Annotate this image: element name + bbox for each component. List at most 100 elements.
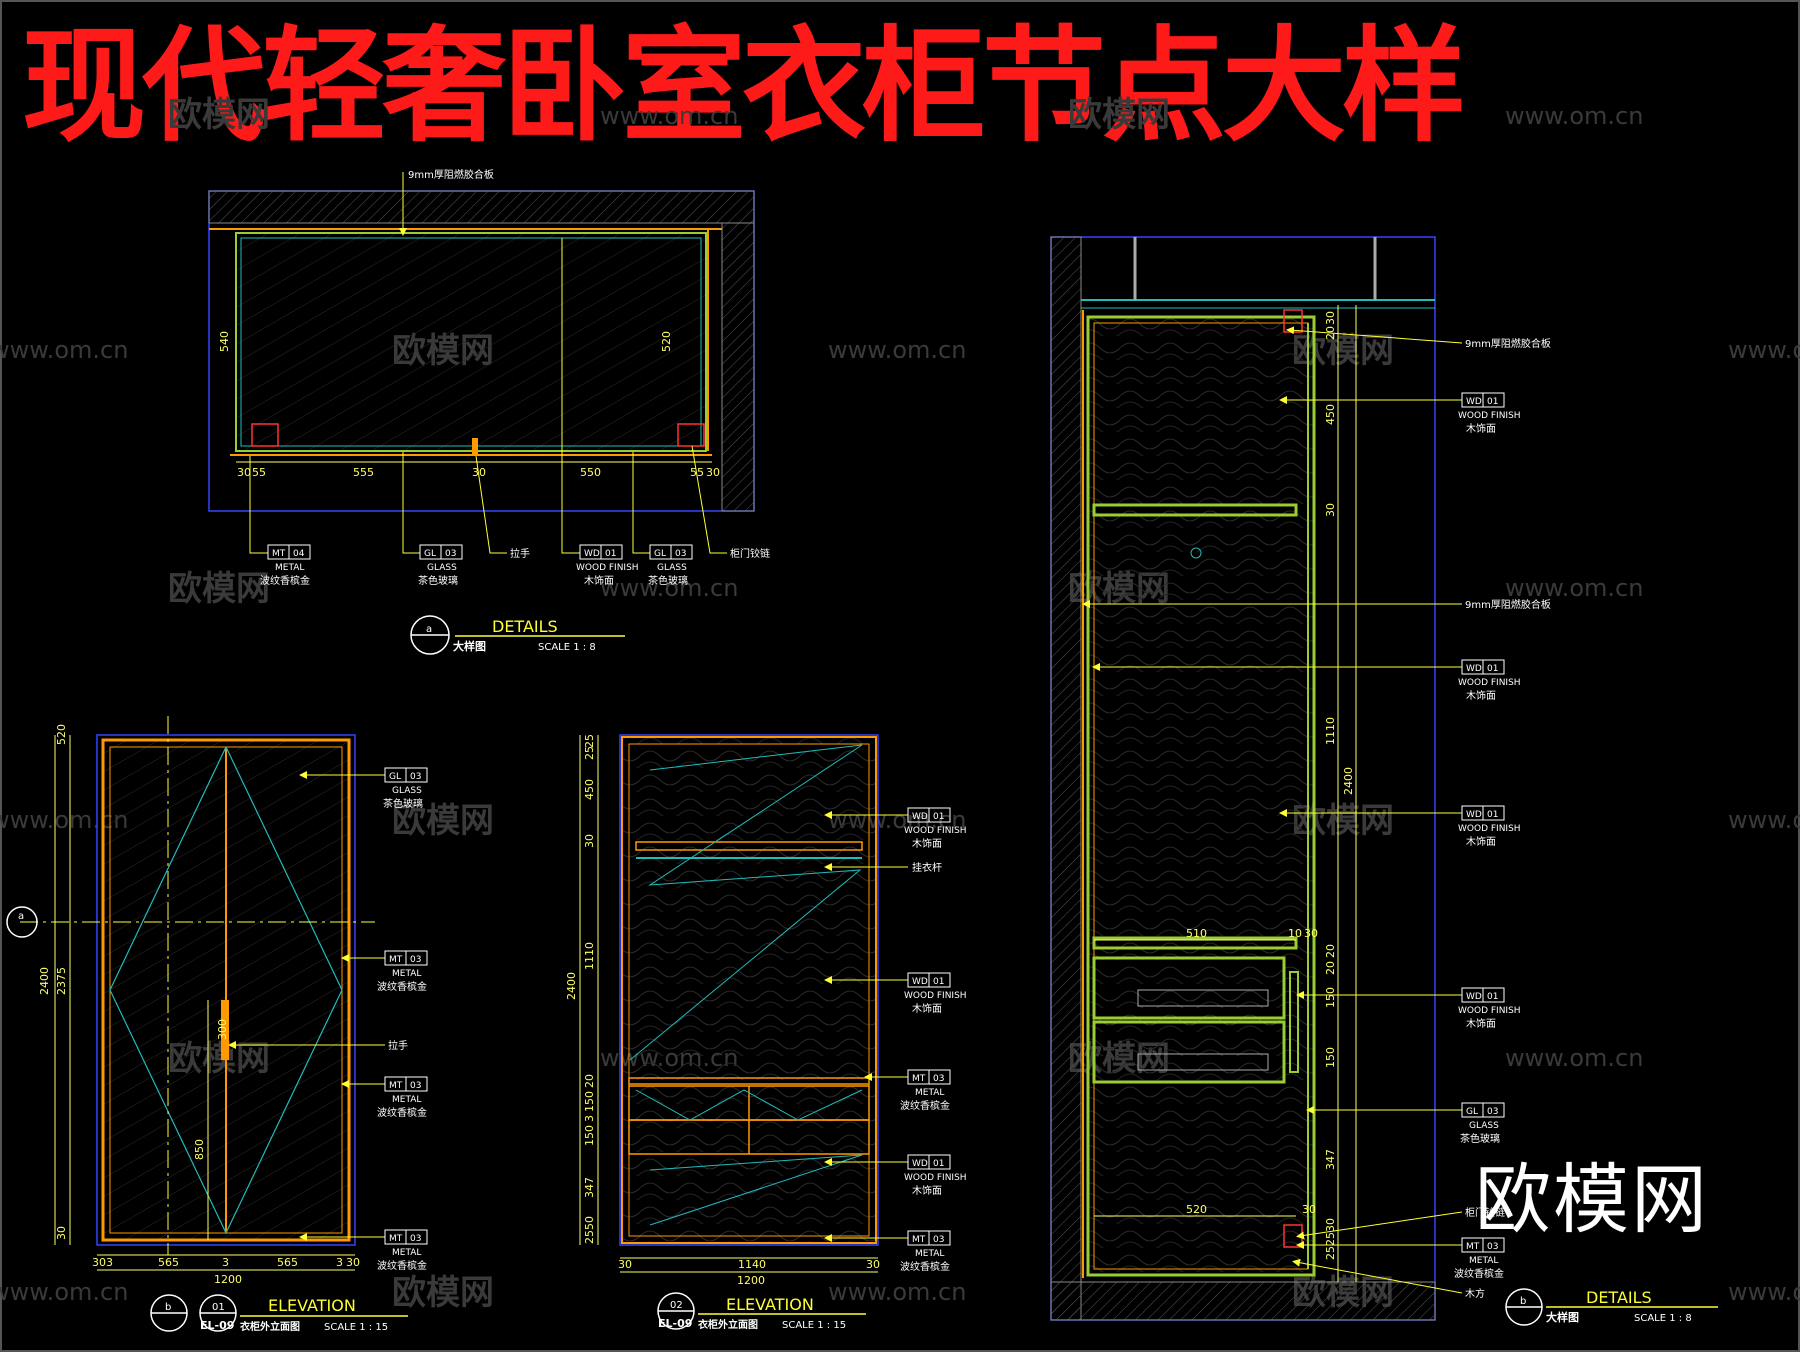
caption-sub: 衣柜外立面图 <box>240 1320 300 1333</box>
note-plywood: 9mm厚阻燃胶合板 <box>1465 598 1551 611</box>
callout-cn: 茶色玻璃 <box>418 574 458 587</box>
caption-title: ELEVATION <box>726 1295 814 1314</box>
callout-en: WOOD FINISH <box>1458 1006 1521 1016</box>
callout-wd01: WD 01 WOOD FINISH 木饰面 <box>904 807 967 850</box>
callout-mt03: MT 03 METAL 波纹香槟金 <box>377 1076 428 1119</box>
callout-tag: WD <box>912 1159 928 1169</box>
shelf <box>635 841 863 851</box>
dim-v: 25 <box>583 1230 596 1244</box>
dim-h: 520 <box>1186 1203 1207 1216</box>
note-timber: 木方 <box>1465 1287 1485 1300</box>
dim-h: 1140 <box>738 1258 766 1271</box>
watermark-url: www.om.cn <box>1505 574 1643 602</box>
callout-tag: MT <box>389 955 403 965</box>
watermark-cn: 欧模网 <box>168 569 270 609</box>
leader-line <box>1286 326 1463 344</box>
dim-v: 450 <box>1324 404 1337 425</box>
callout-mt03: MT 03 METAL 波纹香槟金 <box>377 1229 428 1272</box>
caption-sub: 大样图 <box>1546 1310 1579 1324</box>
elevation-02: 25 25 450 30 1110 2400 20 150 3 150 347 … <box>565 734 967 1331</box>
callout-mt03: MT 03 METAL 波纹香槟金 <box>900 1069 951 1112</box>
caption-num: 01 <box>212 1302 225 1313</box>
cabinet-outline <box>621 736 877 1244</box>
callout-cn: 木饰面 <box>1466 1017 1496 1030</box>
dim-v: 25 <box>1324 1232 1337 1246</box>
callout-en: METAL <box>1469 1256 1498 1266</box>
callout-en: METAL <box>275 563 304 573</box>
elevation-02-viewport <box>619 734 879 1246</box>
watermark-url: www.om.cn <box>0 1278 128 1306</box>
caption-title: ELEVATION <box>268 1296 356 1315</box>
side-wall <box>721 222 755 512</box>
caption-num: 02 <box>670 1300 683 1311</box>
dim-h: 3 <box>222 1256 229 1269</box>
callout-num: 01 <box>605 549 616 559</box>
dim-v: 150 <box>1324 987 1337 1008</box>
section-marker-a: a <box>6 906 38 938</box>
callout-num: 03 <box>410 1081 421 1091</box>
drawer-pattern <box>635 1089 863 1121</box>
callout-cn: 波纹香槟金 <box>260 574 310 587</box>
leader-line <box>632 452 650 554</box>
callout-mt04: MT 04 METAL 波纹香槟金 <box>260 544 311 587</box>
dim-v: 2400 <box>38 967 51 995</box>
top-note: 9mm厚阻燃胶合板 <box>408 168 494 181</box>
callout-cn: 波纹香槟金 <box>900 1260 950 1273</box>
callout-tag: GL <box>424 549 436 559</box>
callout-num: 03 <box>933 1074 944 1084</box>
callout-num: 01 <box>933 977 944 987</box>
callout-tag: GL <box>654 549 666 559</box>
dim-h: 30 <box>346 1256 360 1269</box>
cabinet-body <box>1086 315 1316 1277</box>
dim-v: 150 <box>1324 1047 1337 1068</box>
drawer-1 <box>1092 956 1286 1020</box>
callout-cn: 波纹香槟金 <box>377 980 427 993</box>
dim-v: 30 <box>1324 503 1337 517</box>
dim-v: 2375 <box>55 967 68 995</box>
dim-v: 30 <box>1324 1218 1337 1232</box>
callout-tag: MT <box>272 549 286 559</box>
callout-hinge: 柜门铰链 <box>730 547 770 560</box>
dim-v: 30 <box>583 834 596 848</box>
caption-sub: 衣柜外立面图 <box>698 1318 758 1331</box>
watermark-url: www.om.cn <box>1728 336 1800 364</box>
elevation-01-viewport <box>96 734 356 1246</box>
callout-num: 01 <box>1487 397 1498 407</box>
shelf-pin <box>1190 547 1202 559</box>
callout-tag: WD <box>912 977 928 987</box>
callout-cn: 木饰面 <box>1466 422 1496 435</box>
dim-520: 520 <box>660 331 673 352</box>
dim-h: 555 <box>353 466 374 479</box>
callout-wd01: WD 01 WOOD FINISH 木饰面 <box>904 972 967 1015</box>
dim-v: 25 <box>583 734 596 748</box>
callout-handle: 拉手 <box>510 547 530 560</box>
caption-elevation-02: 02 EL-09 ELEVATION 衣柜外立面图 SCALE 1 : 15 <box>657 1292 866 1331</box>
callout-gl03: GL 03 GLASS 茶色玻璃 <box>383 767 428 810</box>
door-diamond-pattern <box>109 746 343 1235</box>
dim-v: 2400 <box>565 972 578 1000</box>
caption-sheet: EL-09 <box>658 1317 692 1330</box>
callout-num: 03 <box>1487 1107 1498 1117</box>
dim-v: 30 <box>55 1226 68 1240</box>
dim-v: 3 <box>583 1115 596 1122</box>
callout-num: 01 <box>933 1159 944 1169</box>
callout-num: 01 <box>1487 992 1498 1002</box>
dim-total: 1200 <box>737 1274 765 1287</box>
callout-tag: GL <box>1466 1107 1478 1117</box>
ceiling-slab <box>208 190 755 224</box>
dim-h: 3 <box>106 1256 113 1269</box>
callout-tag: WD <box>1466 810 1482 820</box>
caption-detail-a: a DETAILS 大样图 SCALE 1 : 8 <box>410 615 625 655</box>
dim-v: 347 <box>1324 1149 1337 1170</box>
dim-total: 1200 <box>214 1273 242 1286</box>
dim-h: 30 <box>92 1256 106 1269</box>
callout-cn: 木饰面 <box>912 1184 942 1197</box>
callout-tag: MT <box>912 1235 926 1245</box>
dim-h: 55 <box>690 466 704 479</box>
dim-v: 850 <box>193 1139 206 1160</box>
callout-tag: MT <box>912 1074 926 1084</box>
dim-h: 510 <box>1186 927 1207 940</box>
callout-num: 03 <box>410 772 421 782</box>
floor-slab <box>1050 1281 1436 1321</box>
caption-id: b <box>1520 1296 1526 1307</box>
